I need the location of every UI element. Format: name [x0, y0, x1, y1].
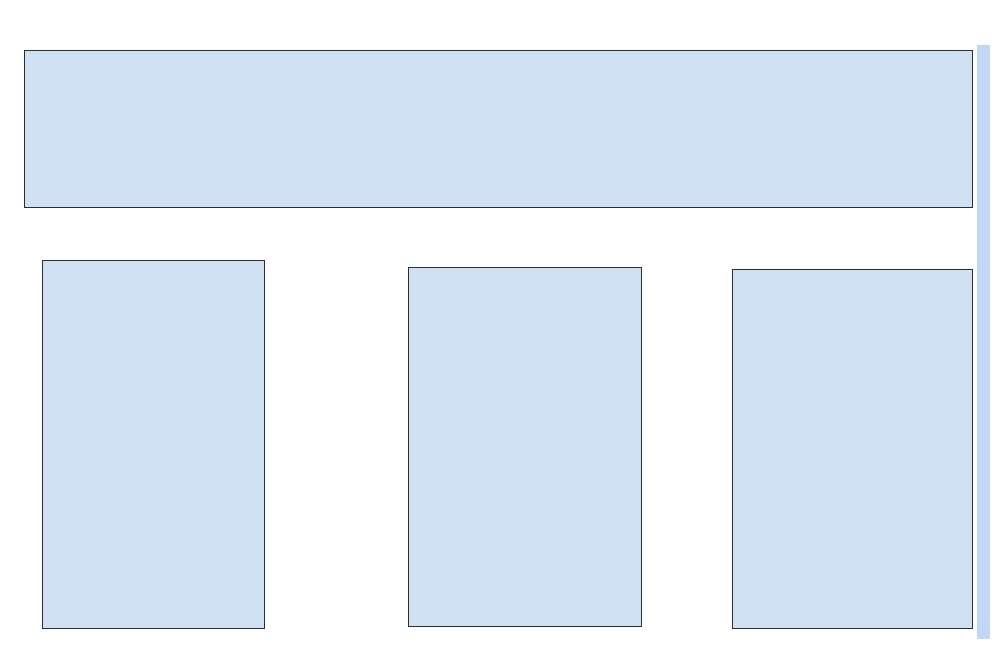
vertical-scrollbar[interactable] [977, 45, 990, 639]
right-column-placeholder [732, 269, 973, 629]
left-column-placeholder [42, 260, 265, 629]
banner-placeholder [24, 50, 973, 208]
middle-column-placeholder [408, 267, 642, 627]
